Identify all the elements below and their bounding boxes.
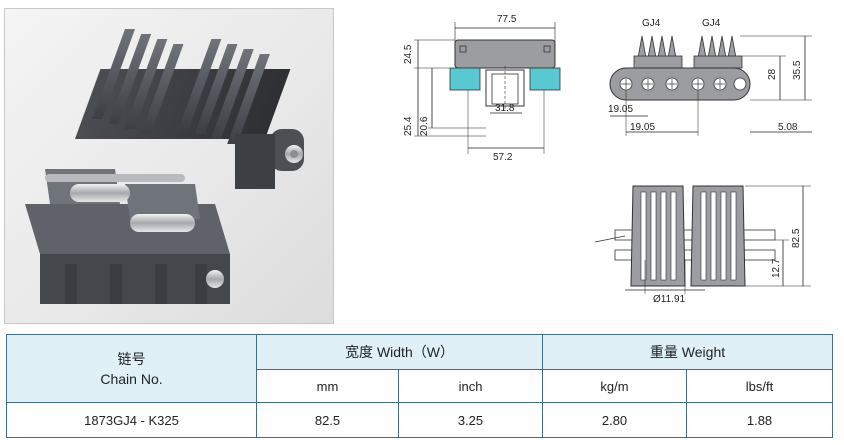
chain-no-header-cn: 链号 [117,350,146,367]
unit-inch: inch [397,369,544,403]
side-title-right: GJ4 [702,18,721,29]
width-header: 宽度 Width（W） [255,334,544,370]
dim-left-bottom-outer: 25.4 [403,116,414,136]
cell-chain-no: 1873GJ4 - K325 [6,402,257,438]
dim-bottom-width: 57.2 [493,152,513,163]
dim-side-offset: 5.08 [778,122,798,133]
spec-table: 链号 Chain No. 宽度 Width（W） 重量 Weight mm in… [6,334,834,438]
dim-plan-width: 82.5 [791,228,802,248]
dim-side-outer: 35.5 [792,60,803,80]
chain-no-header: 链号 Chain No. [6,334,257,403]
unit-lbsft: lbs/ft [686,369,834,403]
cell-weight-kgm: 2.80 [542,402,688,438]
chain-no-header-en: Chain No. [100,370,163,387]
unit-mm: mm [256,369,399,403]
table-row: 1873GJ4 - K325 82.5 3.25 2.80 1.88 [6,402,834,438]
plan-view-drawing: 82.5 12.7 Ø11.91 [594,185,811,305]
side-title-left: GJ4 [642,18,661,29]
unit-kgm: kg/m [542,369,688,403]
dim-plan-diameter: Ø11.91 [653,294,685,305]
cell-width-mm: 82.5 [256,402,399,438]
chain-photo-illustration [25,29,304,304]
cell-width-inch: 3.25 [397,402,544,438]
dim-left-bottom-inner: 20.6 [419,116,430,136]
dim-left-top: 24.5 [403,44,414,64]
product-photo [4,8,334,324]
side-view-drawing: GJ4 GJ4 28 35.5 19.05 19.05 5.08 [608,18,812,136]
dim-inner-width: 31.8 [495,103,515,114]
dim-pitch-top: 19.05 [608,104,633,115]
weight-header: 重量 Weight [542,334,834,370]
dim-plan-offset: 12.7 [771,258,782,278]
dim-top-width: 77.5 [497,14,517,25]
front-view-drawing: 77.5 24.5 25.4 20.6 31.8 57.2 [403,14,561,163]
dim-pitch-bottom: 19.05 [630,122,655,133]
cell-weight-lbsft: 1.88 [686,402,834,438]
dim-side-inner: 28 [767,68,778,80]
